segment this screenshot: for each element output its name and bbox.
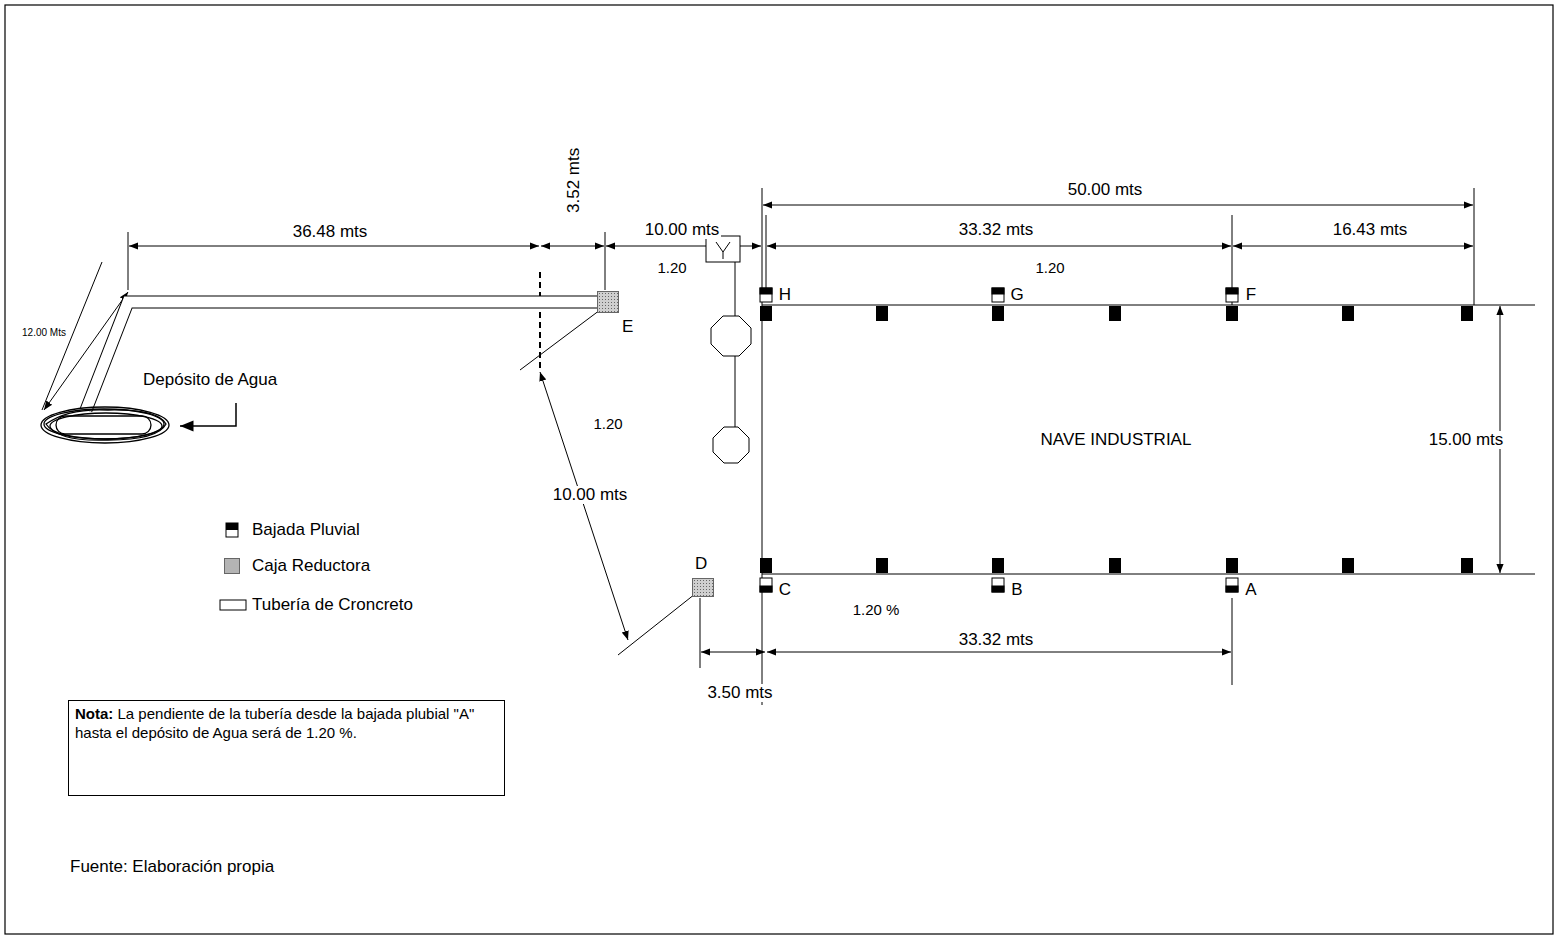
dimension-label: 3.50 mts xyxy=(705,684,774,703)
downspout-letter: A xyxy=(1243,581,1258,600)
dimension-label: 3.52 mts xyxy=(566,145,585,214)
frame xyxy=(5,5,1553,934)
note-paragraph: Nota: La pendiente de la tubería desde l… xyxy=(75,705,498,743)
dimension-label: 36.48 mts xyxy=(291,223,370,242)
dimension-label: 16.43 mts xyxy=(1331,221,1410,240)
nave-walls xyxy=(762,305,1535,574)
dimension-label: 15.00 mts xyxy=(1427,431,1506,450)
tank-name: Depósito de Agua xyxy=(143,370,277,390)
dimension-label: 50.00 mts xyxy=(1066,181,1145,200)
water-tank: Depósito de Agua xyxy=(38,404,173,446)
dimension-label: 1.20 xyxy=(591,416,624,433)
downspout-letter: H xyxy=(777,286,793,305)
downspout-letter: C xyxy=(777,581,793,600)
dimension-label: 10.00 mts xyxy=(551,486,630,505)
legend-text: Bajada Pluvial xyxy=(250,521,362,540)
downspout-letter: F xyxy=(1244,286,1258,305)
dimension-label: 1.20 xyxy=(655,260,688,277)
dimension-label: 12.00 Mts xyxy=(20,327,68,338)
building-area: NAVE INDUSTRIAL xyxy=(762,305,1470,574)
concrete-pipe xyxy=(86,302,597,410)
legend-swatch xyxy=(224,558,240,574)
pipe-stroke xyxy=(86,302,597,410)
downspout-letter: G xyxy=(1008,286,1025,305)
legend-samples xyxy=(220,523,246,610)
dimension-label: 33.32 mts xyxy=(957,631,1036,650)
building-name: NAVE INDUSTRIAL xyxy=(1041,430,1192,450)
note-box: Nota: La pendiente de la tubería desde l… xyxy=(68,700,505,796)
legend-text: Tubería de Croncreto xyxy=(250,596,415,615)
source-note: Fuente: Elaboración propia xyxy=(68,858,276,877)
dimension-label: 1.20 % xyxy=(851,602,902,619)
dimension-label: 1.20 xyxy=(1033,260,1066,277)
bajada-columns xyxy=(760,306,1473,573)
pipe-stroke xyxy=(86,302,597,410)
note-body: La pendiente de la tubería desde la baja… xyxy=(75,705,474,741)
tank-outline xyxy=(38,404,173,446)
bajada-outlets xyxy=(760,288,1238,592)
note-heading: Nota: xyxy=(75,705,113,722)
dimension-label: 10.00 mts xyxy=(643,221,722,240)
equipment-symbol xyxy=(706,236,751,463)
box-letter: E xyxy=(622,318,633,335)
legend-text: Caja Reductora xyxy=(250,557,372,576)
dimension-lines xyxy=(42,188,1500,705)
downspout-letter: B xyxy=(1009,581,1024,600)
reducer-box: D xyxy=(692,578,714,597)
box-letter: D xyxy=(695,555,707,572)
pointer-arrow xyxy=(180,403,236,426)
reducer-box: E xyxy=(597,291,619,313)
dimension-label: 33.32 mts xyxy=(957,221,1036,240)
